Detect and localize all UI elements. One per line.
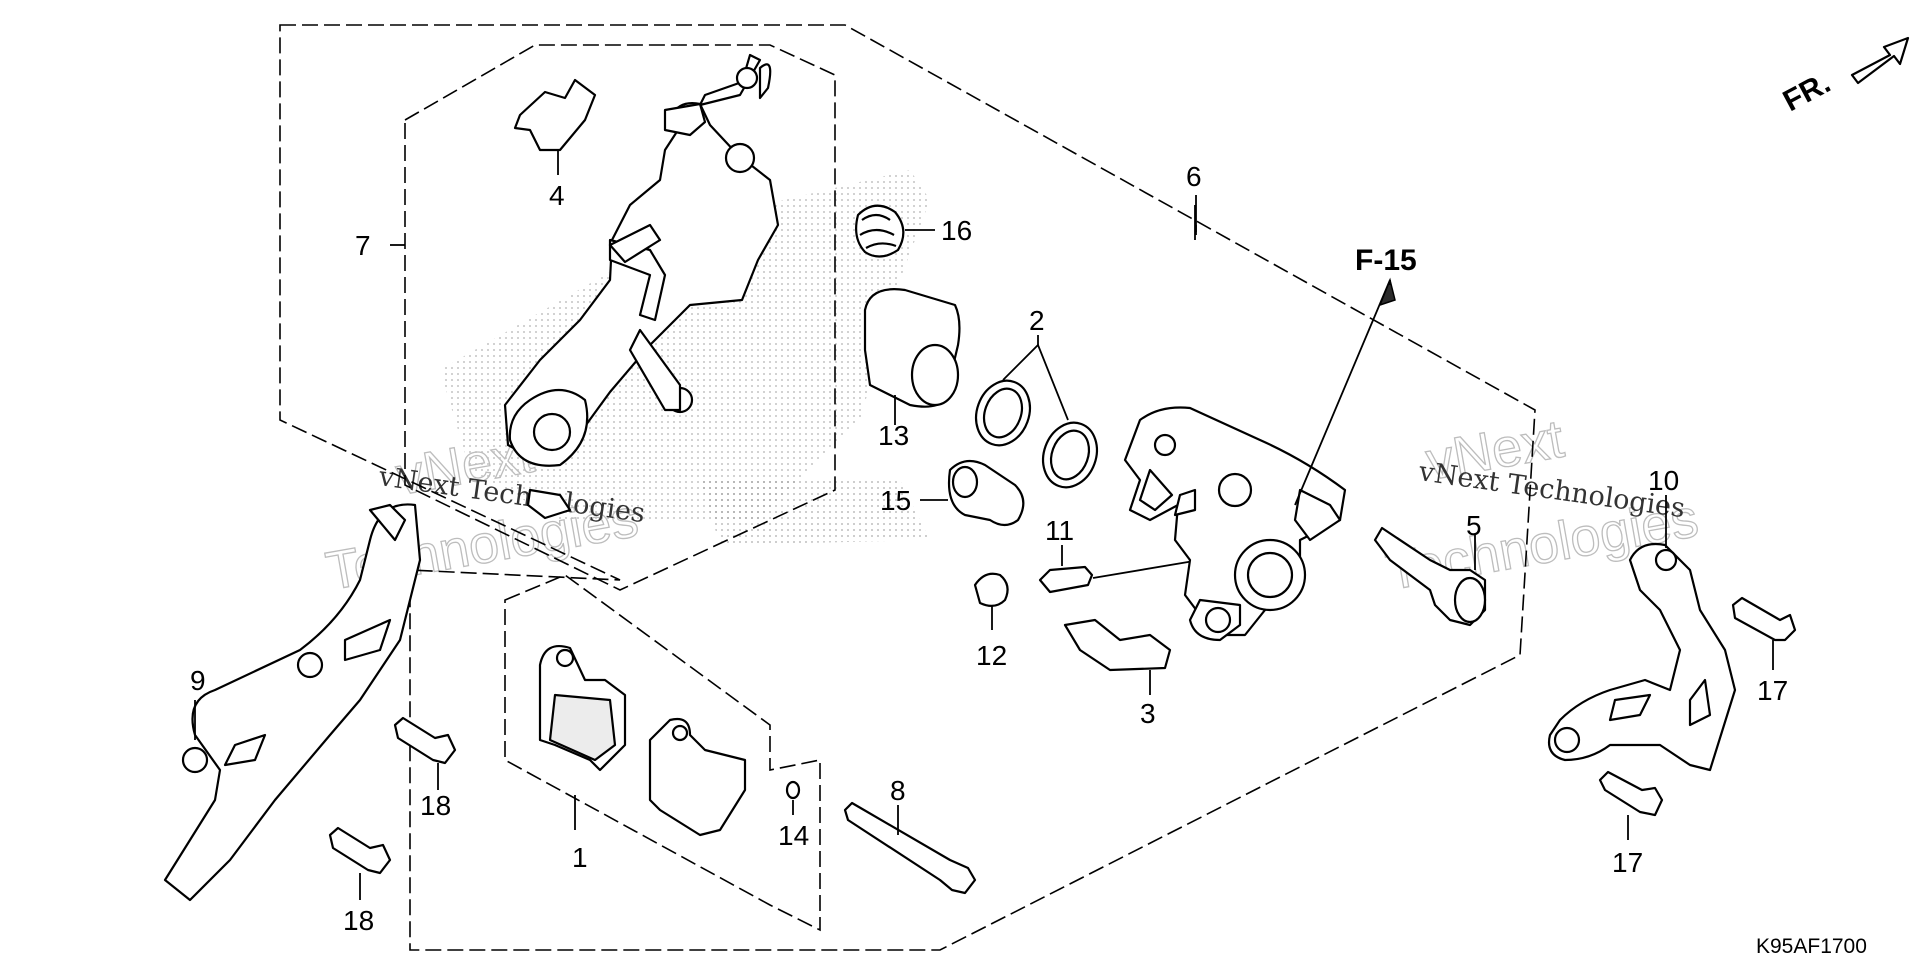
callout-12: 12 (976, 640, 1007, 671)
brake-pads (538, 644, 747, 837)
washer-14 (785, 780, 801, 815)
bleeder-cap (973, 572, 1009, 630)
pad-spring (513, 78, 597, 175)
bolt-18-lower (328, 826, 392, 900)
caliper-body (1123, 205, 1347, 642)
piston (863, 288, 961, 425)
callout-11: 11 (1045, 515, 1074, 546)
bleeder-screw (1038, 545, 1201, 594)
assembly-boundary-1 (504, 574, 821, 932)
assembly-boundary-7 (404, 44, 836, 591)
bolt-17-upper (1731, 596, 1797, 670)
callout-15: 15 (880, 485, 911, 516)
callout-18-upper: 18 (420, 790, 451, 821)
caliper-guard-9 (163, 503, 422, 902)
pad-pin (843, 801, 977, 895)
piston-seals (974, 335, 1099, 489)
dust-boot-16 (855, 204, 935, 258)
assembly-boundary-6 (279, 24, 1536, 951)
callout-18-lower: 18 (343, 905, 374, 936)
pad-retainer (1063, 618, 1172, 695)
bolt-18-upper (393, 716, 457, 790)
callout-5: 5 (1466, 510, 1482, 541)
callout-1: 1 (572, 842, 588, 873)
callout-13: 13 (878, 420, 909, 451)
callout-8: 8 (890, 775, 906, 806)
callout-7: 7 (355, 230, 371, 261)
diagram-reference-code: K95AF1700 (1756, 935, 1867, 958)
front-direction-indicator: FR. (1778, 36, 1910, 118)
pin-bolt (1373, 526, 1487, 627)
caliper-bracket (390, 53, 780, 520)
cross-reference-arrow (1294, 277, 1396, 506)
callout-16: 16 (941, 215, 972, 246)
sleeve-15 (920, 459, 1025, 527)
bolt-17-lower (1598, 770, 1664, 840)
callout-17-lower: 17 (1612, 847, 1643, 878)
callout-10: 10 (1648, 465, 1679, 496)
callout-17-upper: 17 (1757, 675, 1788, 706)
callout-2: 2 (1029, 305, 1045, 336)
front-arrow-icon (1850, 36, 1910, 85)
front-label: FR. (1778, 66, 1836, 118)
callout-6: 6 (1186, 161, 1202, 192)
cross-reference-label: F-15 (1355, 244, 1417, 277)
callout-9: 9 (190, 665, 206, 696)
callout-3: 3 (1140, 698, 1156, 729)
callout-14: 14 (778, 820, 809, 851)
callout-4: 4 (549, 180, 565, 211)
caliper-guard-10 (1547, 495, 1737, 772)
